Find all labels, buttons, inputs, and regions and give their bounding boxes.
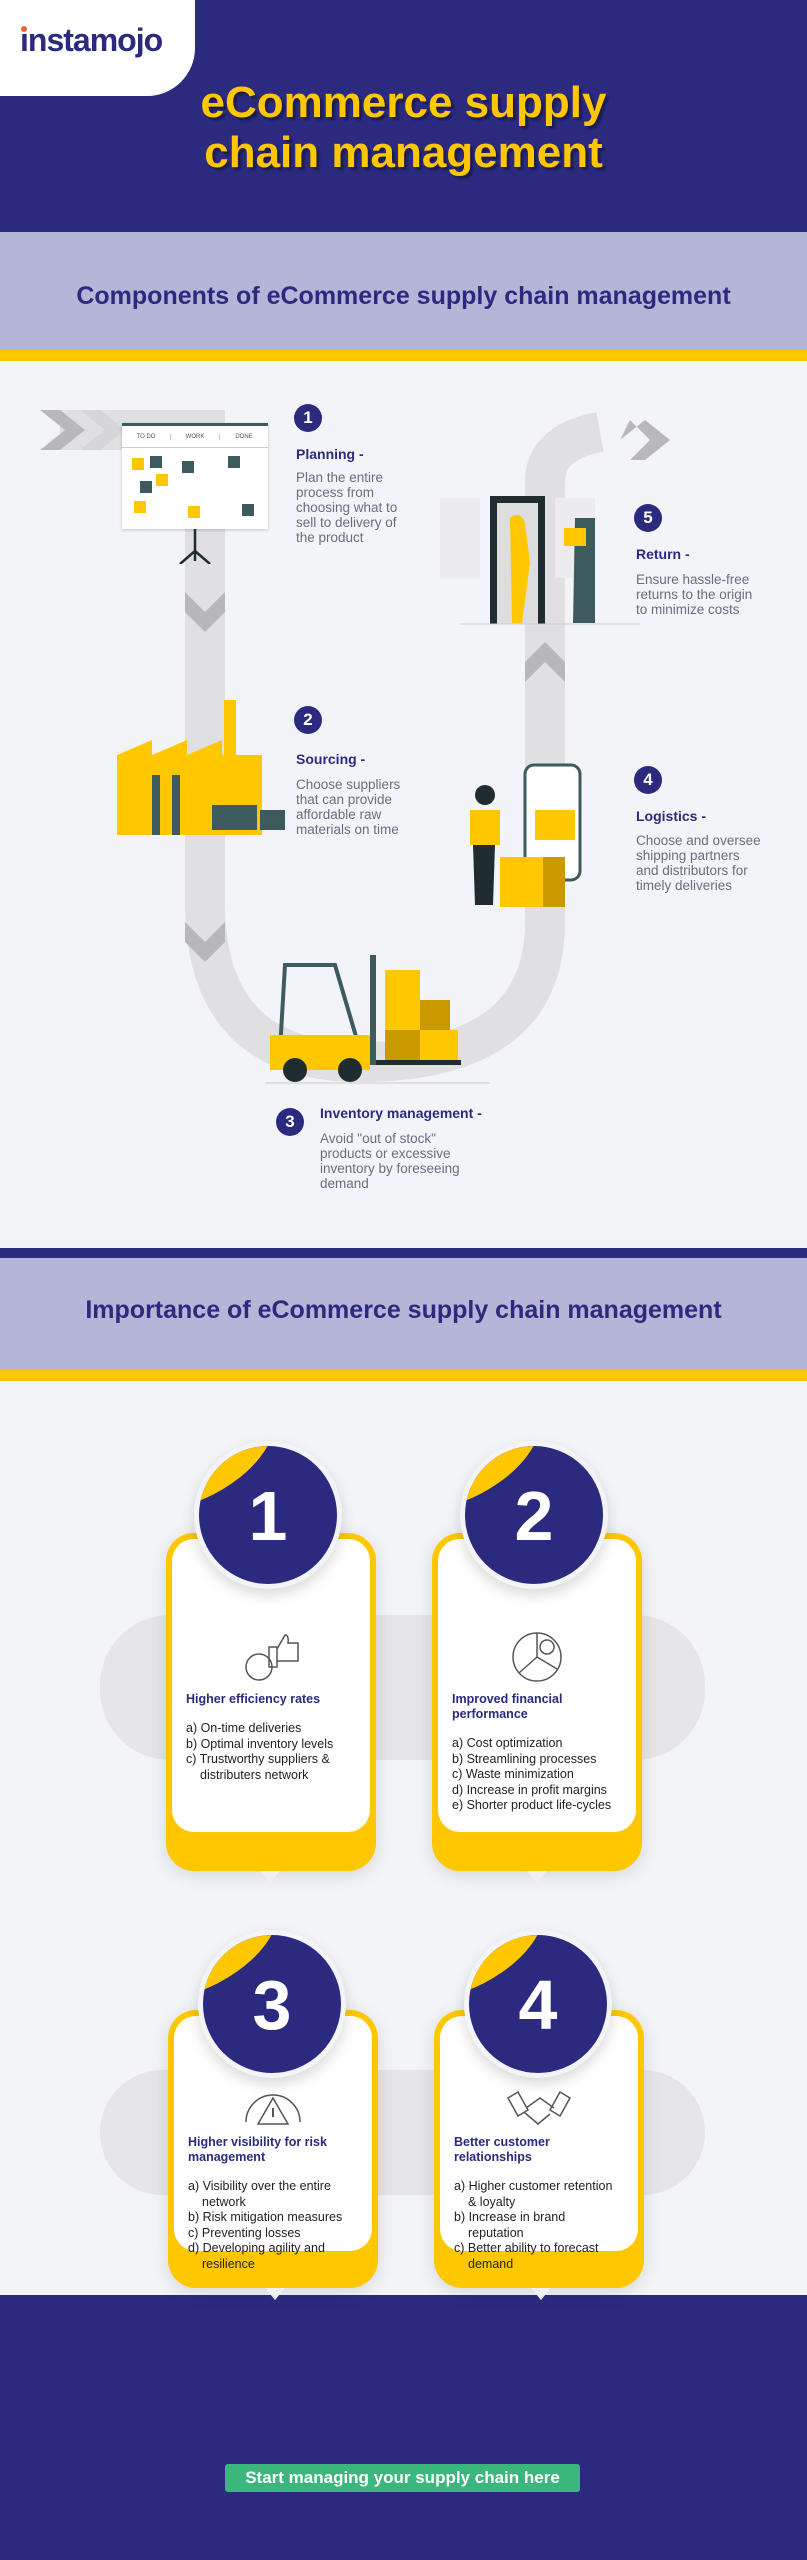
easel-stand [179, 529, 211, 564]
logo-container[interactable] [0, 0, 195, 96]
card-heading: Higher visibility for risk management [188, 2135, 327, 2164]
importance-card: Better customer relationships a) Higher … [434, 2010, 644, 2288]
card-number-badge: 2 [460, 1441, 608, 1589]
navy-divider [0, 1248, 807, 1258]
chevron-down-icon [185, 592, 225, 632]
step-heading: Return - [636, 546, 690, 562]
importance-card: Improved financial performance a) Cost o… [432, 1533, 642, 1871]
return-delivery-illustration [440, 496, 640, 625]
step-number-badge: 1 [294, 404, 322, 432]
step-heading: Sourcing - [296, 751, 366, 767]
card-pointer [531, 2288, 551, 2300]
footer [0, 2295, 807, 2560]
card-heading: Improved financial performance [452, 1692, 563, 1721]
step-description: Choose suppliers that can provide afford… [296, 777, 401, 837]
card-number-badge: 3 [198, 1930, 346, 2078]
components-title: Components of eCommerce supply chain man… [76, 282, 731, 310]
chevron-up-icon [525, 642, 565, 682]
instamojo-logo[interactable]: instamojo [20, 22, 163, 58]
step-description: Avoid "out of stock" products or excessi… [320, 1131, 460, 1191]
divider-stripe [0, 350, 807, 361]
factory-illustration [117, 700, 285, 835]
step-number-badge: 4 [634, 766, 662, 794]
step-heading: Logistics - [636, 808, 707, 824]
importance-card: Higher efficiency rates a) On-time deliv… [166, 1533, 376, 1871]
chevron-icon [40, 410, 85, 450]
pie-chart-dollar-icon [512, 1632, 562, 1682]
card-pointer [265, 2288, 285, 2300]
components-band: Components of eCommerce supply chain man… [0, 232, 807, 350]
step-description: Choose and oversee shipping partners and… [636, 833, 761, 893]
logistics-phone-illustration [470, 763, 582, 907]
risk-gauge-icon [245, 2094, 301, 2125]
card-heading: Better customer relationships [454, 2135, 550, 2164]
forklift-illustration [265, 955, 490, 1084]
chevron-icon [80, 410, 125, 450]
handshake-icon [506, 2090, 572, 2125]
importance-band: Importance of eCommerce supply chain man… [0, 1258, 807, 1370]
step-heading: Inventory management - [320, 1105, 482, 1121]
step-number-badge: 3 [276, 1108, 304, 1136]
card-number-badge: 4 [464, 1930, 612, 2078]
chevron-down-icon [185, 922, 225, 962]
chevron-right-icon [620, 420, 670, 460]
divider-stripe [0, 1370, 807, 1381]
step-number-badge: 2 [294, 706, 322, 734]
card-pointer [527, 1871, 547, 1883]
step-description: Ensure hassle-free returns to the origin… [636, 572, 753, 617]
thumbs-up-clock-icon [245, 1634, 299, 1681]
start-managing-button[interactable]: Start managing your supply chain here [225, 2464, 580, 2492]
kanban-whiteboard-illustration: TO DO WORK DONE [122, 423, 268, 529]
step-number-badge: 5 [634, 504, 662, 532]
card-heading: Higher efficiency rates [186, 1692, 321, 1706]
logo-dot [21, 26, 27, 32]
step-description: Plan the entire process from choosing wh… [296, 470, 398, 545]
step-heading: Planning - [296, 446, 364, 462]
card-number-badge: 1 [194, 1441, 342, 1589]
card-pointer [260, 1871, 280, 1883]
importance-title: Importance of eCommerce supply chain man… [85, 1296, 722, 1324]
